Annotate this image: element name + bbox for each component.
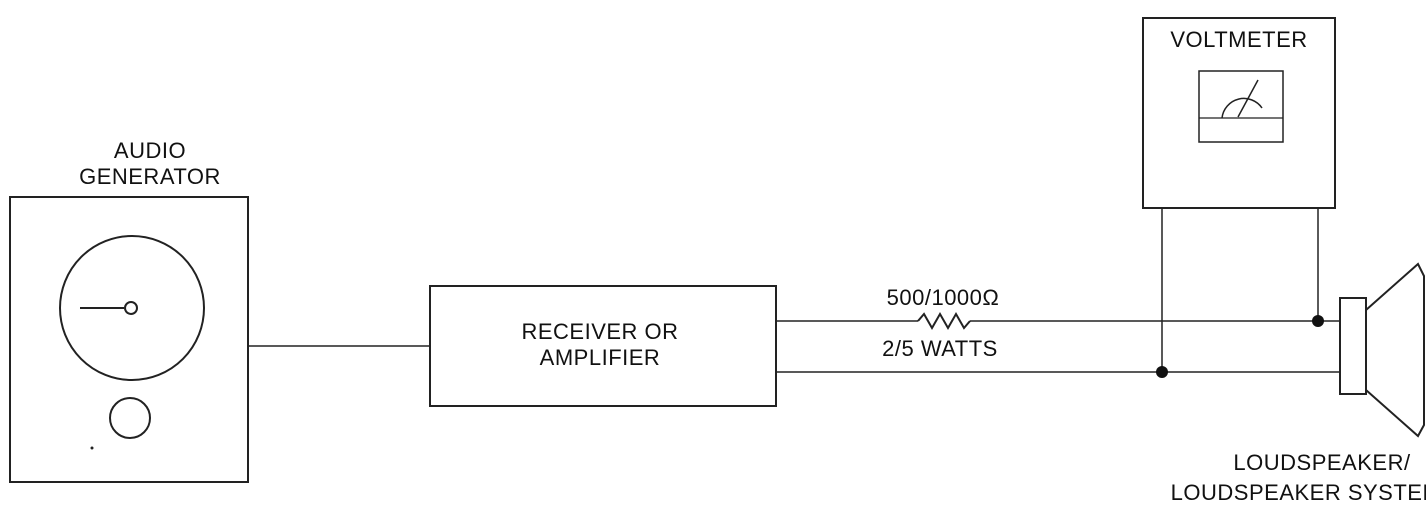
resistor-symbol xyxy=(917,311,971,331)
panel-dot xyxy=(90,446,94,450)
resistor-branch: 500/1000Ω 2/5 WATTS xyxy=(776,285,1340,361)
junction-dot-bottom xyxy=(1156,366,1168,378)
resistor-power-label: 2/5 WATTS xyxy=(882,336,998,361)
generator-dial xyxy=(59,235,205,381)
audio-generator-label-line1: AUDIO xyxy=(114,138,186,163)
receiver-amplifier: RECEIVER OR AMPLIFIER xyxy=(429,285,777,407)
loudspeaker-label-line2: LOUDSPEAKER SYSTEM xyxy=(1171,480,1426,505)
receiver-label-line1: RECEIVER OR xyxy=(521,319,678,344)
dial-pivot xyxy=(124,301,138,315)
loudspeaker-label-line1: LOUDSPEAKER/ xyxy=(1233,450,1411,475)
speaker-magnet xyxy=(1339,297,1367,395)
generator-knob xyxy=(109,397,151,439)
audio-generator-box xyxy=(9,196,249,483)
meter-face xyxy=(1198,70,1284,143)
voltmeter-label: VOLTMETER xyxy=(1170,27,1307,52)
resistor-value-label: 500/1000Ω xyxy=(887,285,1000,310)
voltmeter: VOLTMETER xyxy=(1142,17,1336,372)
audio-generator-label-line2: GENERATOR xyxy=(79,164,221,189)
junction-dot-top xyxy=(1312,315,1324,327)
loudspeaker: LOUDSPEAKER/ LOUDSPEAKER SYSTEM xyxy=(1171,262,1426,505)
audio-generator: AUDIO GENERATOR xyxy=(9,138,249,483)
meter-arc xyxy=(1221,97,1263,119)
receiver-label-line2: AMPLIFIER xyxy=(540,345,661,370)
speaker-cone xyxy=(1365,262,1425,438)
receiver-box xyxy=(429,285,777,407)
meter-needle xyxy=(1237,79,1259,118)
voltmeter-box xyxy=(1142,17,1336,209)
